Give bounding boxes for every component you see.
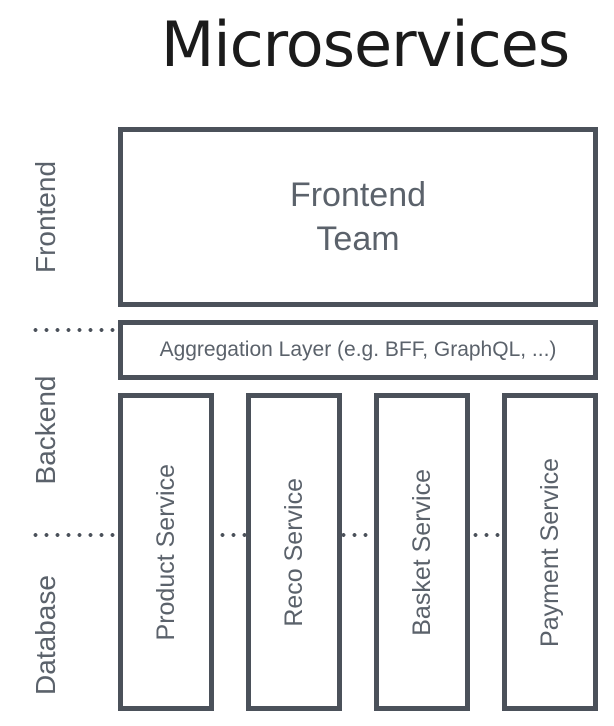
layer-label-backend: Backend	[30, 375, 61, 485]
aggregation-layer-box: Aggregation Layer (e.g. BFF, GraphQL, ..…	[118, 320, 598, 380]
service-box-basket: Basket Service	[374, 393, 470, 711]
service-box-payment: Payment Service	[502, 393, 598, 711]
service-label-basket: Basket Service	[407, 468, 436, 636]
layer-label-frontend: Frontend	[30, 160, 61, 274]
service-label-reco: Reco Service	[279, 477, 308, 627]
service-box-product: Product Service	[118, 393, 214, 711]
frontend-team-label-line1: Frontend	[289, 176, 427, 214]
page-title: Microservices	[160, 8, 570, 81]
frontend-team-box: Frontend Team	[118, 127, 598, 307]
layer-label-database: Database	[30, 575, 61, 695]
service-label-payment: Payment Service	[535, 457, 564, 647]
frontend-team-label-line2: Team	[316, 220, 400, 258]
service-box-reco: Reco Service	[246, 393, 342, 711]
service-label-product: Product Service	[151, 463, 180, 641]
aggregation-layer-label: Aggregation Layer (e.g. BFF, GraphQL, ..…	[159, 338, 557, 361]
